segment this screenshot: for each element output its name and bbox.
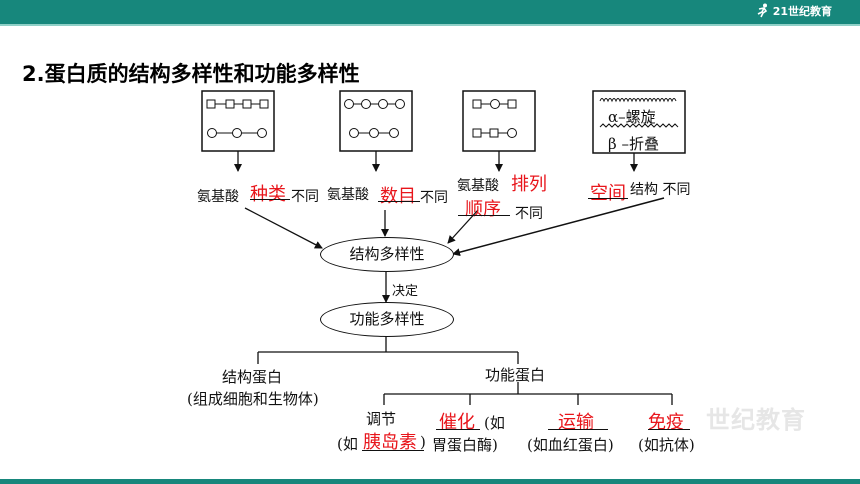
blank-line: [250, 199, 290, 200]
blank-line: [362, 450, 424, 451]
function-catalysis-note: 胃蛋白酶): [432, 436, 498, 454]
logo-text: 21世纪教育: [772, 5, 832, 18]
structural-diversity-node: 结构多样性: [320, 237, 454, 272]
cause-order-suffix: 不同: [515, 206, 543, 222]
functional-protein-label: 功能蛋白: [485, 366, 546, 384]
blank-line: [588, 198, 628, 199]
blank-line: [548, 429, 608, 430]
function-catalysis-open: (如: [484, 414, 505, 432]
amino-chain-box-type: [201, 90, 275, 152]
function-regulate-close: ): [420, 433, 426, 451]
brand-logo: 21世纪教育: [756, 3, 832, 21]
answer-insulin: 胰岛素: [363, 432, 417, 453]
answer-spatial: 空间: [590, 183, 626, 204]
structural-protein-note: (组成细胞和生物体): [187, 390, 319, 408]
cause-number-suffix: 不同: [420, 190, 448, 206]
secondary-structure-box: [592, 90, 686, 154]
top-banner: [0, 0, 860, 24]
answer-type: 种类: [250, 184, 286, 205]
amino-chain-box-number: [339, 90, 413, 152]
blank-line: [436, 429, 480, 430]
function-regulate-open: (如: [337, 435, 358, 453]
answer-transport: 运输: [558, 412, 594, 433]
cause-number-prefix: 氨基酸: [327, 187, 369, 203]
slide-title: 2.蛋白质的结构多样性和功能多样性: [22, 62, 360, 86]
structural-protein-label: 结构蛋白: [222, 368, 283, 386]
alpha-helix-label: α–螺旋: [608, 108, 656, 126]
answer-order-a: 排列: [511, 174, 547, 195]
beta-sheet-label: β –折叠: [608, 135, 659, 153]
blank-line: [378, 201, 420, 202]
answer-order-b: 顺序: [465, 199, 501, 220]
function-transport-note: (如血红蛋白): [527, 436, 614, 454]
bottom-banner: [0, 479, 860, 484]
decides-label: 决定: [392, 284, 419, 299]
function-regulate-label: 调节: [366, 410, 397, 428]
answer-catalysis: 催化: [439, 412, 475, 433]
runner-logo-icon: [757, 3, 767, 18]
amino-chain-box-order: [462, 90, 536, 152]
function-immunity-note: (如抗体): [638, 436, 695, 454]
blank-line: [458, 215, 510, 216]
answer-number: 数目: [380, 186, 416, 207]
cause-type-suffix: 不同: [291, 189, 319, 205]
cause-spatial-suffix: 结构 不同: [630, 182, 691, 198]
answer-immunity: 免疫: [648, 412, 684, 433]
cause-type-prefix: 氨基酸: [197, 189, 239, 205]
banner-divider: [0, 24, 860, 26]
functional-diversity-node: 功能多样性: [320, 302, 454, 337]
watermark-logo: 世纪教育: [706, 406, 806, 434]
blank-line: [648, 429, 690, 430]
cause-order-prefix: 氨基酸: [457, 178, 499, 194]
